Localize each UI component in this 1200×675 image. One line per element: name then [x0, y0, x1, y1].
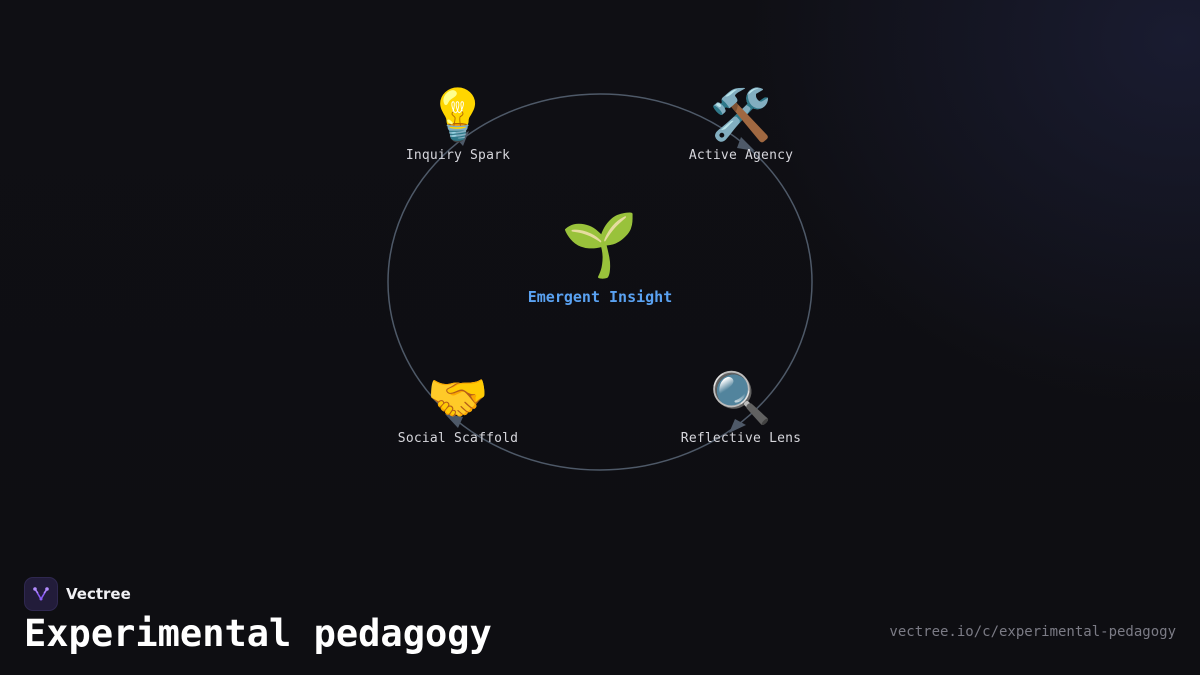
node-active-agency: 🛠️ Active Agency	[641, 86, 841, 163]
node-label: Social Scaffold	[397, 431, 519, 446]
cycle-arrow-to-social-scaffold	[445, 414, 463, 428]
node-label: Reflective Lens	[680, 431, 802, 446]
node-social-scaffold: 🤝 Social Scaffold	[358, 369, 558, 446]
node-inquiry-spark: 💡 Inquiry Spark	[358, 86, 558, 163]
cycle-arrow-to-reflective-lens	[729, 419, 746, 433]
node-label: Active Agency	[688, 148, 794, 163]
cycle-arrow-to-active-agency	[737, 137, 755, 151]
node-label: Inquiry Spark	[405, 148, 511, 163]
page-url[interactable]: vectree.io/c/experimental-pedagogy	[889, 624, 1176, 640]
magnifying-glass-icon: 🔍	[709, 369, 773, 427]
cycle-arrow-to-inquiry-spark	[456, 131, 469, 146]
brand-name: Vectree	[66, 585, 131, 603]
center-node-emergent-insight: 🌱 Emergent Insight	[480, 208, 720, 307]
center-label: Emergent Insight	[527, 288, 673, 306]
vectree-logo-icon	[24, 577, 58, 611]
node-reflective-lens: 🔍 Reflective Lens	[641, 369, 841, 446]
seedling-icon: 🌱	[561, 208, 639, 281]
brand[interactable]: Vectree	[24, 577, 131, 611]
cycle-ellipse	[387, 93, 813, 471]
lightbulb-icon: 💡	[426, 86, 490, 144]
hammer-and-wrench-icon: 🛠️	[709, 86, 773, 144]
handshake-icon: 🤝	[426, 369, 490, 427]
page-title: Experimental pedagogy	[24, 612, 492, 655]
